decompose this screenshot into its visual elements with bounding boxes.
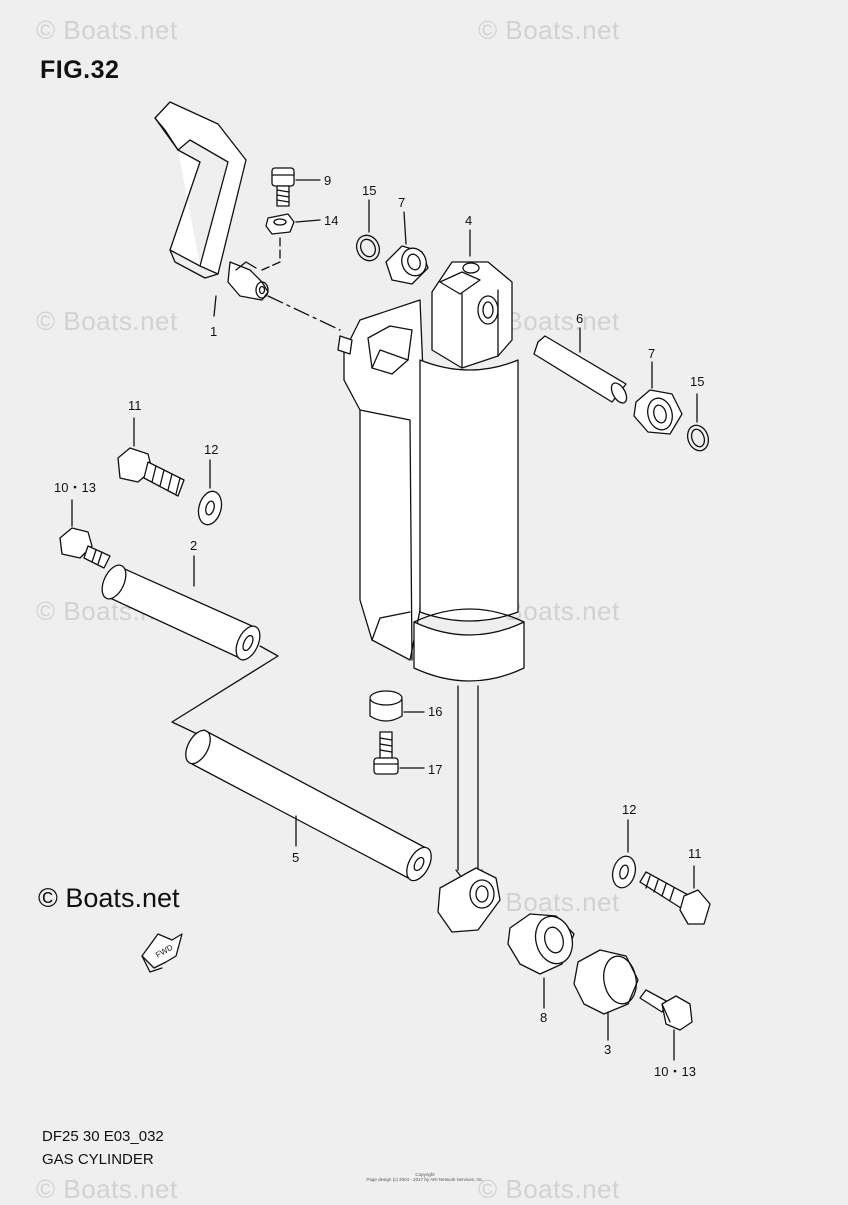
figure-name: GAS CYLINDER (42, 1151, 154, 1168)
part-12-washer (197, 459, 223, 526)
part-11-bolt (639, 865, 711, 925)
watermark: © Boats.net (478, 1174, 620, 1204)
part-10-13-bolt (59, 499, 111, 569)
part-15-circlip (686, 393, 710, 452)
callout-5: 5 (292, 850, 299, 865)
part-15-circlip (355, 199, 381, 262)
callout-3: 3 (604, 1042, 611, 1057)
callout-11: 11 (688, 846, 702, 861)
fwd-arrow-icon: FWD (141, 933, 183, 973)
break-line (171, 645, 279, 741)
watermark: © Boats.net (36, 306, 178, 336)
callout-15: 15 (690, 374, 704, 389)
callout-9: 9 (324, 173, 331, 188)
callout-8: 8 (540, 1010, 547, 1025)
part-14-nut (261, 213, 321, 271)
callout-10-13: 10・13 (654, 1064, 696, 1079)
part-17-bolt (373, 731, 425, 775)
callout-17: 17 (428, 762, 442, 777)
callout-1: 1 (210, 324, 217, 339)
fine-print: Copyright Page design (c) 2004 - 2017 by… (340, 1172, 510, 1182)
part-10-13-bolt (639, 989, 693, 1061)
watermark: © Boats.net (36, 1174, 178, 1204)
part-7-bushing (633, 361, 683, 435)
figure-code: DF25 30 E03_032 (42, 1128, 164, 1145)
callout-15: 15 (362, 183, 376, 198)
callout-7: 7 (398, 195, 405, 210)
part-2-tube (101, 555, 261, 661)
watermark: © Boats.net (478, 887, 620, 917)
callout-2: 2 (190, 538, 197, 553)
fine-print-line: Copyright (415, 1172, 435, 1177)
callout-6: 6 (576, 311, 583, 326)
callout-16: 16 (428, 704, 442, 719)
callout-12: 12 (204, 442, 218, 457)
part-11-bolt (117, 417, 185, 497)
callout-4: 4 (465, 213, 472, 228)
figure-title: FIG.32 (40, 56, 120, 84)
fine-print-line: Page design (c) 2004 - 2017 by ARI Netwo… (366, 1177, 484, 1182)
part-8-bushing (507, 913, 575, 1009)
copyright-mark: © Boats.net (38, 883, 180, 913)
callout-12: 12 (622, 802, 636, 817)
callout-10-13: 10・13 (54, 480, 96, 495)
part-12-washer (611, 819, 637, 889)
part-4-gas-cylinder (337, 229, 525, 933)
part-5-tube (185, 729, 432, 882)
part-1-bracket (154, 101, 341, 331)
part-9-bolt (271, 167, 321, 207)
callout-14: 14 (324, 213, 338, 228)
part-3-bushing (573, 949, 639, 1041)
part-16-collar (369, 690, 425, 722)
callout-7: 7 (648, 346, 655, 361)
watermark: © Boats.net (478, 15, 620, 45)
callout-11: 11 (128, 398, 142, 413)
part-7-bushing (385, 211, 429, 285)
part-6-pin (533, 327, 628, 404)
watermark: © Boats.net (36, 15, 178, 45)
